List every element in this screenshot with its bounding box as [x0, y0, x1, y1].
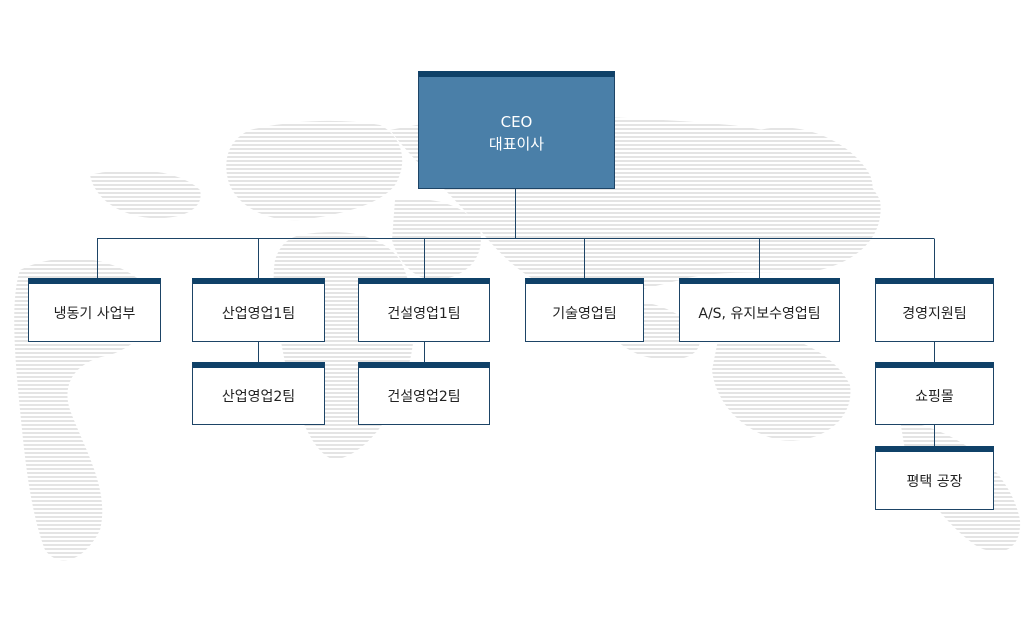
ceo-box: CEO 대표이사 [418, 71, 615, 189]
dept-refrigeration-box: 냉동기 사업부 [28, 278, 161, 342]
dept-label: 건설영업2팀 [387, 389, 461, 405]
dept-label: 건설영업1팀 [387, 305, 461, 322]
dept-label: 평택 공장 [906, 473, 963, 490]
dept-construction-sales-2-box: 건설영업2팀 [358, 362, 490, 425]
dept-label: 산업영업1팀 [221, 305, 296, 322]
north-landmass [90, 170, 201, 219]
dept-management-support-box: 경영지원팀 [875, 278, 994, 342]
europe-landmass [226, 120, 403, 221]
ceo-subtitle: 대표이사 [488, 134, 545, 153]
dept-label: 경영지원팀 [902, 305, 967, 322]
dept-technical-sales-box: 기술영업팀 [525, 278, 644, 342]
middle-east-landmass [392, 198, 481, 281]
dept-label: 냉동기 사업부 [53, 305, 136, 322]
dept-label: A/S, 유지보수영업팀 [698, 305, 821, 322]
dept-shopping-mall-box: 쇼핑몰 [875, 362, 994, 425]
dept-label: 쇼핑몰 [915, 389, 954, 405]
dept-construction-sales-1-box: 건설영업1팀 [358, 278, 490, 342]
northeast-asia-landmass [760, 127, 873, 211]
oceania-landmass [712, 329, 851, 441]
ceo-title: CEO [500, 112, 533, 131]
dept-industrial-sales-2-box: 산업영업2팀 [192, 362, 325, 425]
dept-industrial-sales-1-box: 산업영업1팀 [192, 278, 325, 342]
dept-pyeongtaek-factory-box: 평택 공장 [875, 446, 994, 510]
dept-as-maintenance-sales-box: A/S, 유지보수영업팀 [679, 278, 840, 342]
dept-label: 산업영업2팀 [221, 389, 296, 405]
dept-label: 기술영업팀 [552, 305, 617, 322]
